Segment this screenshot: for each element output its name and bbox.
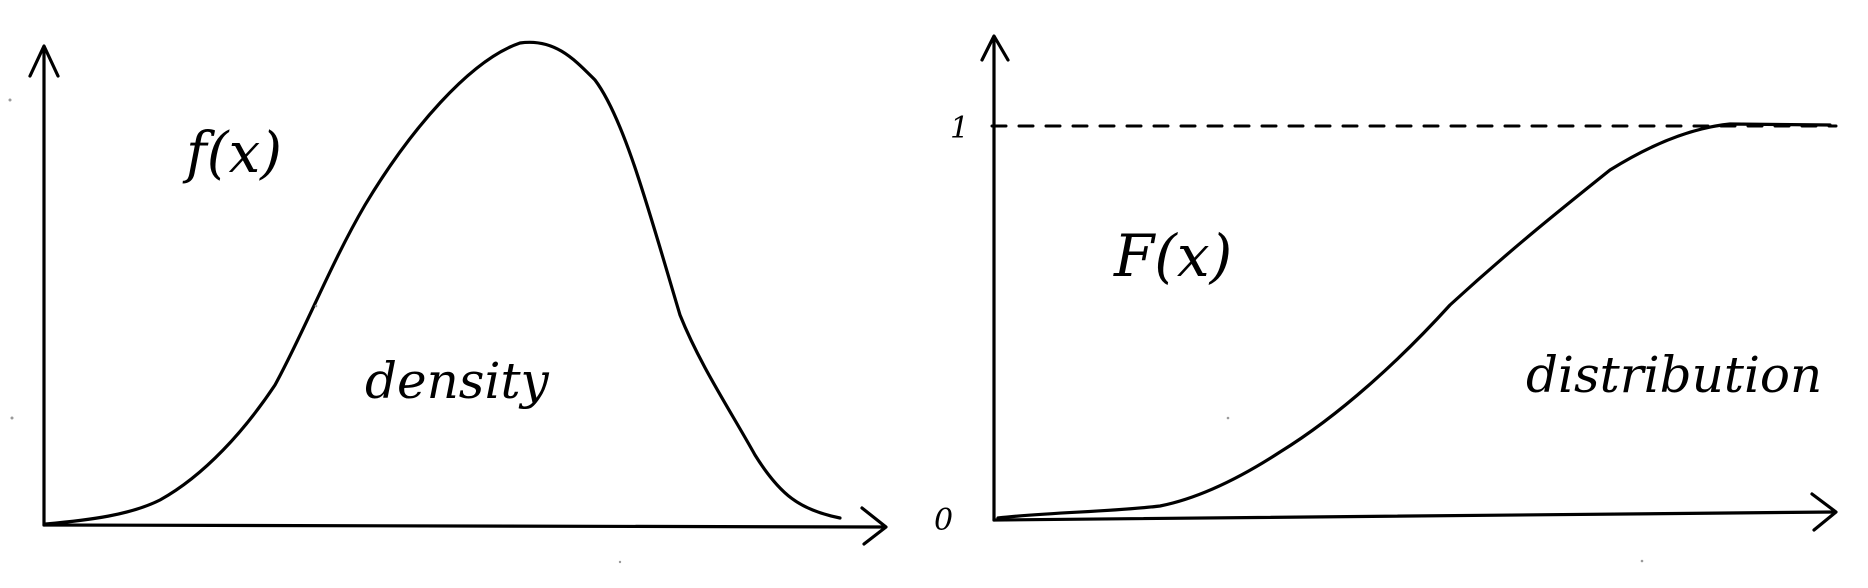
density-x-arrowhead <box>860 506 888 546</box>
distribution-y-arrowhead <box>980 34 1010 62</box>
density-curve-label: density <box>365 352 550 410</box>
density-function-label: f(x) <box>182 121 282 186</box>
density-curve <box>44 40 842 526</box>
distribution-tick-one: 1 <box>950 111 969 146</box>
density-x-axis <box>42 523 884 529</box>
distribution-function-label: F(x) <box>1113 222 1232 290</box>
density-panel: f(x) density <box>28 40 888 546</box>
distribution-x-arrowhead <box>1810 492 1838 532</box>
distribution-tick-zero: 0 <box>934 503 953 538</box>
distribution-curve-label: distribution <box>1526 346 1822 404</box>
density-y-arrowhead <box>28 44 60 78</box>
distribution-x-axis <box>992 510 1836 522</box>
paper-specks <box>8 98 1644 564</box>
distribution-curve <box>996 122 1832 520</box>
distribution-panel: 1 0 F(x) distribution <box>934 34 1838 538</box>
